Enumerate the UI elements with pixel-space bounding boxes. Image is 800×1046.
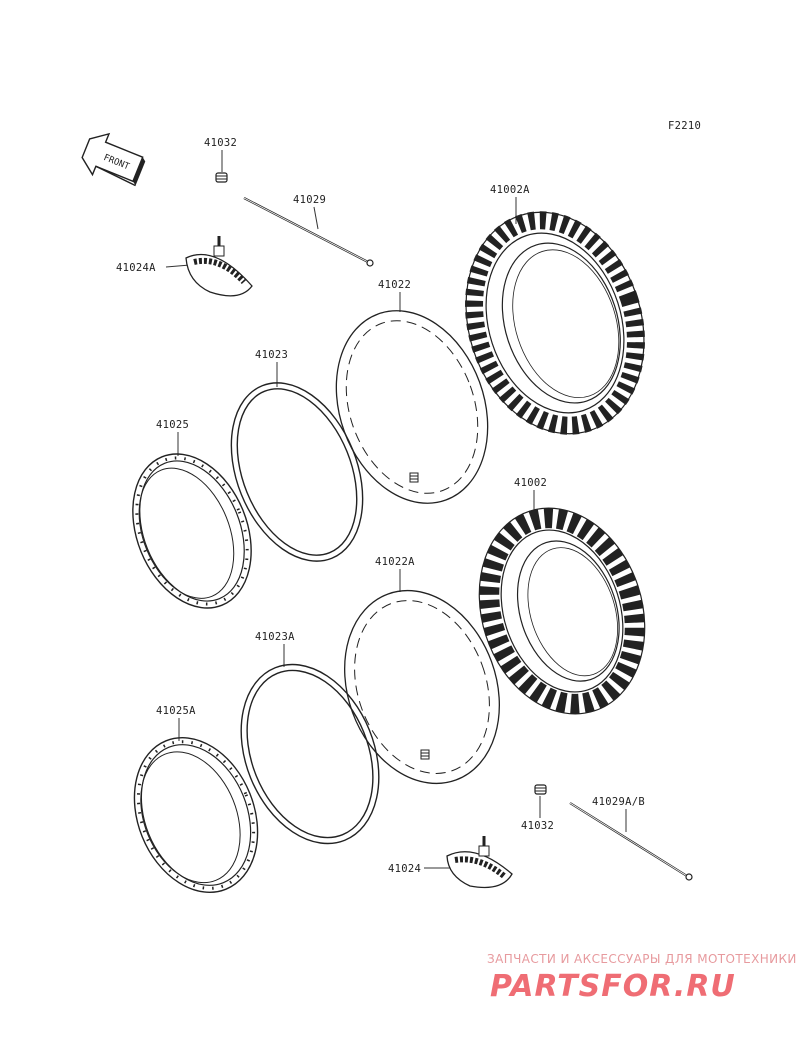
label-tube-lower: 41022A bbox=[375, 556, 415, 568]
label-spoke-upper: 41029 bbox=[293, 194, 326, 206]
watermark-brand: PARTSFOR.RU bbox=[490, 969, 736, 1004]
label-rim-band-lower: 41024 bbox=[388, 863, 421, 875]
label-rim-strip-lower: 41023A bbox=[255, 631, 295, 643]
rim-lower: 41025A bbox=[133, 705, 259, 893]
tire-lower: 41002 bbox=[478, 477, 646, 715]
watermark-tagline: ЗАПЧАСТИ И АКСЕССУАРЫ ДЛЯ МОТОТЕХНИКИ bbox=[487, 952, 797, 966]
label-tube-upper: 41022 bbox=[378, 279, 411, 291]
spoke-upper: 41029 bbox=[243, 194, 374, 267]
valve-cap-upper: 41032 bbox=[204, 137, 237, 183]
label-rim-strip-upper: 41023 bbox=[255, 349, 288, 361]
rim-band-lower: 41024 bbox=[388, 836, 513, 889]
front-arrow-icon: FRONT bbox=[81, 132, 146, 187]
label-valve-cap-upper: 41032 bbox=[204, 137, 237, 149]
label-rim-band-upper: 41024A bbox=[116, 262, 156, 274]
valve-cap-lower: 41032 bbox=[521, 784, 554, 832]
tire-upper: 41002A bbox=[465, 184, 645, 435]
spoke-lower: 41029A/B bbox=[569, 796, 693, 881]
diagram-code: F2210 bbox=[668, 120, 701, 132]
rim-strip-lower: 41023A bbox=[240, 631, 380, 845]
rim-band-upper: 41024A bbox=[116, 236, 253, 297]
label-rim-lower: 41025A bbox=[156, 705, 196, 717]
rim-upper: 41025 bbox=[132, 419, 252, 609]
label-rim-upper: 41025 bbox=[156, 419, 189, 431]
rim-strip-upper: 41023 bbox=[230, 349, 364, 562]
label-valve-cap-lower: 41032 bbox=[521, 820, 554, 832]
tube-lower: 41022A bbox=[344, 556, 500, 785]
label-tire-upper: 41002A bbox=[490, 184, 530, 196]
label-spoke-lower: 41029A/B bbox=[592, 796, 645, 808]
label-tire-lower: 41002 bbox=[514, 477, 547, 489]
